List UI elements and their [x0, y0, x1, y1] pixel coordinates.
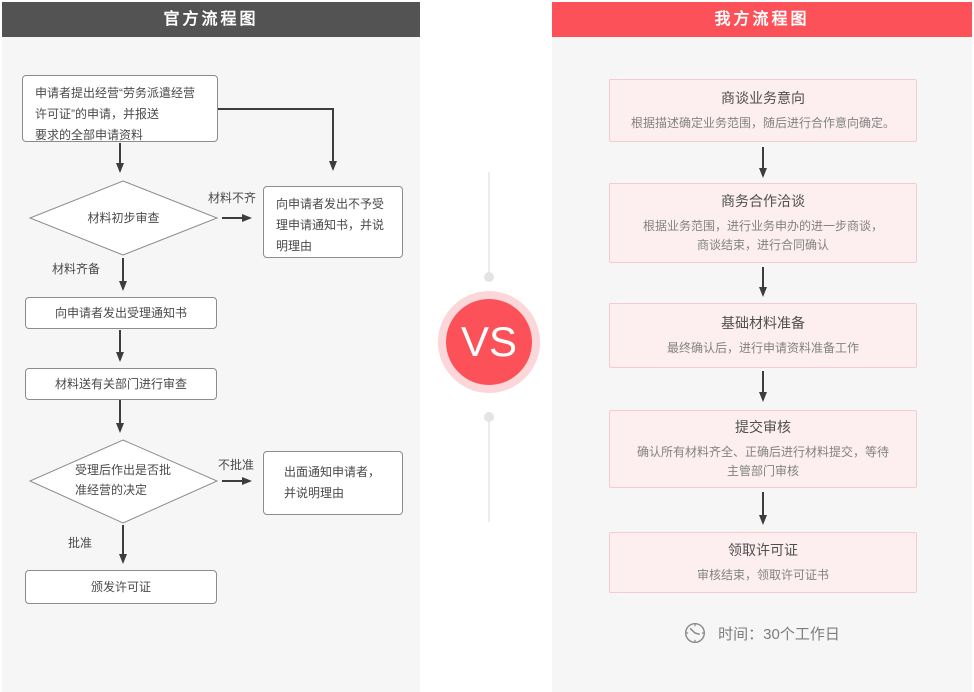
divider-dot-bottom — [484, 412, 494, 422]
step-desc: 最终确认后，进行申请资料准备工作 — [666, 341, 859, 355]
step-title: 提交审核 — [735, 419, 791, 435]
time-note-row: 时间：30个工作日 — [552, 622, 972, 644]
step-card-3: 基础材料准备 最终确认后，进行申请资料准备工作 — [609, 303, 917, 368]
step-card-5: 领取许可证 审核结束，领取许可证书 — [609, 532, 917, 593]
flow-node-reject-notice: 向申请者发出不予受 理申请通知书，并说 明理由 — [263, 186, 403, 258]
step-title: 基础材料准备 — [721, 315, 805, 331]
vs-label: VS — [446, 299, 532, 385]
flow-node-notify-reject: 出面通知申请者， 并说明理由 — [263, 451, 403, 515]
flow-node-start: 申请者提出经营“劳务派遣经营 许可证”的申请，并报送 要求的全部申请资料 — [22, 75, 218, 142]
edge-label-complete: 材料齐备 — [52, 262, 101, 276]
flow-node-issue-license: 颁发许可证 — [25, 570, 217, 604]
official-panel-title: 官方流程图 — [2, 2, 420, 37]
vs-badge: VS — [438, 291, 540, 393]
edge-label-approved: 批准 — [68, 536, 93, 550]
our-panel-title: 我方流程图 — [552, 2, 972, 37]
flow-node-accept-notice: 向申请者发出受理通知书 — [25, 297, 217, 329]
step-desc: 根据描述确定业务范围，随后进行合作意向确定。 — [630, 116, 895, 130]
flow-node-dept-review: 材料送有关部门进行审查 — [25, 368, 217, 400]
clock-icon — [685, 622, 706, 644]
step-card-1: 商谈业务意向 根据描述确定业务范围，随后进行合作意向确定。 — [609, 79, 917, 142]
edge-label-incomplete: 材料不齐 — [208, 191, 257, 205]
step-title: 领取许可证 — [728, 542, 798, 558]
divider-line-top — [488, 172, 490, 272]
divider-line-bottom — [488, 422, 490, 522]
divider-dot-top — [484, 272, 494, 282]
step-desc: 确认所有材料齐全、正确后进行材料提交，等待 主管部门审核 — [636, 445, 889, 478]
flow-node-initial-review-label: 材料初步审查 — [87, 211, 160, 225]
edge-label-not-approved: 不批准 — [218, 458, 255, 472]
step-card-4: 提交审核 确认所有材料齐全、正确后进行材料提交，等待 主管部门审核 — [609, 410, 917, 488]
step-title: 商务合作洽谈 — [721, 193, 805, 209]
step-title: 商谈业务意向 — [721, 90, 805, 106]
step-desc: 根据业务范围，进行业务申办的进一步商谈， 商谈结束，进行合同确认 — [642, 219, 883, 252]
time-note-text: 时间：30个工作日 — [718, 625, 840, 643]
step-card-2: 商务合作洽谈 根据业务范围，进行业务申办的进一步商谈， 商谈结束，进行合同确认 — [609, 183, 917, 263]
step-desc: 审核结束，领取许可证书 — [696, 568, 829, 582]
flow-node-decision-label: 受理后作出是否批 准经营的决定 — [75, 463, 172, 497]
